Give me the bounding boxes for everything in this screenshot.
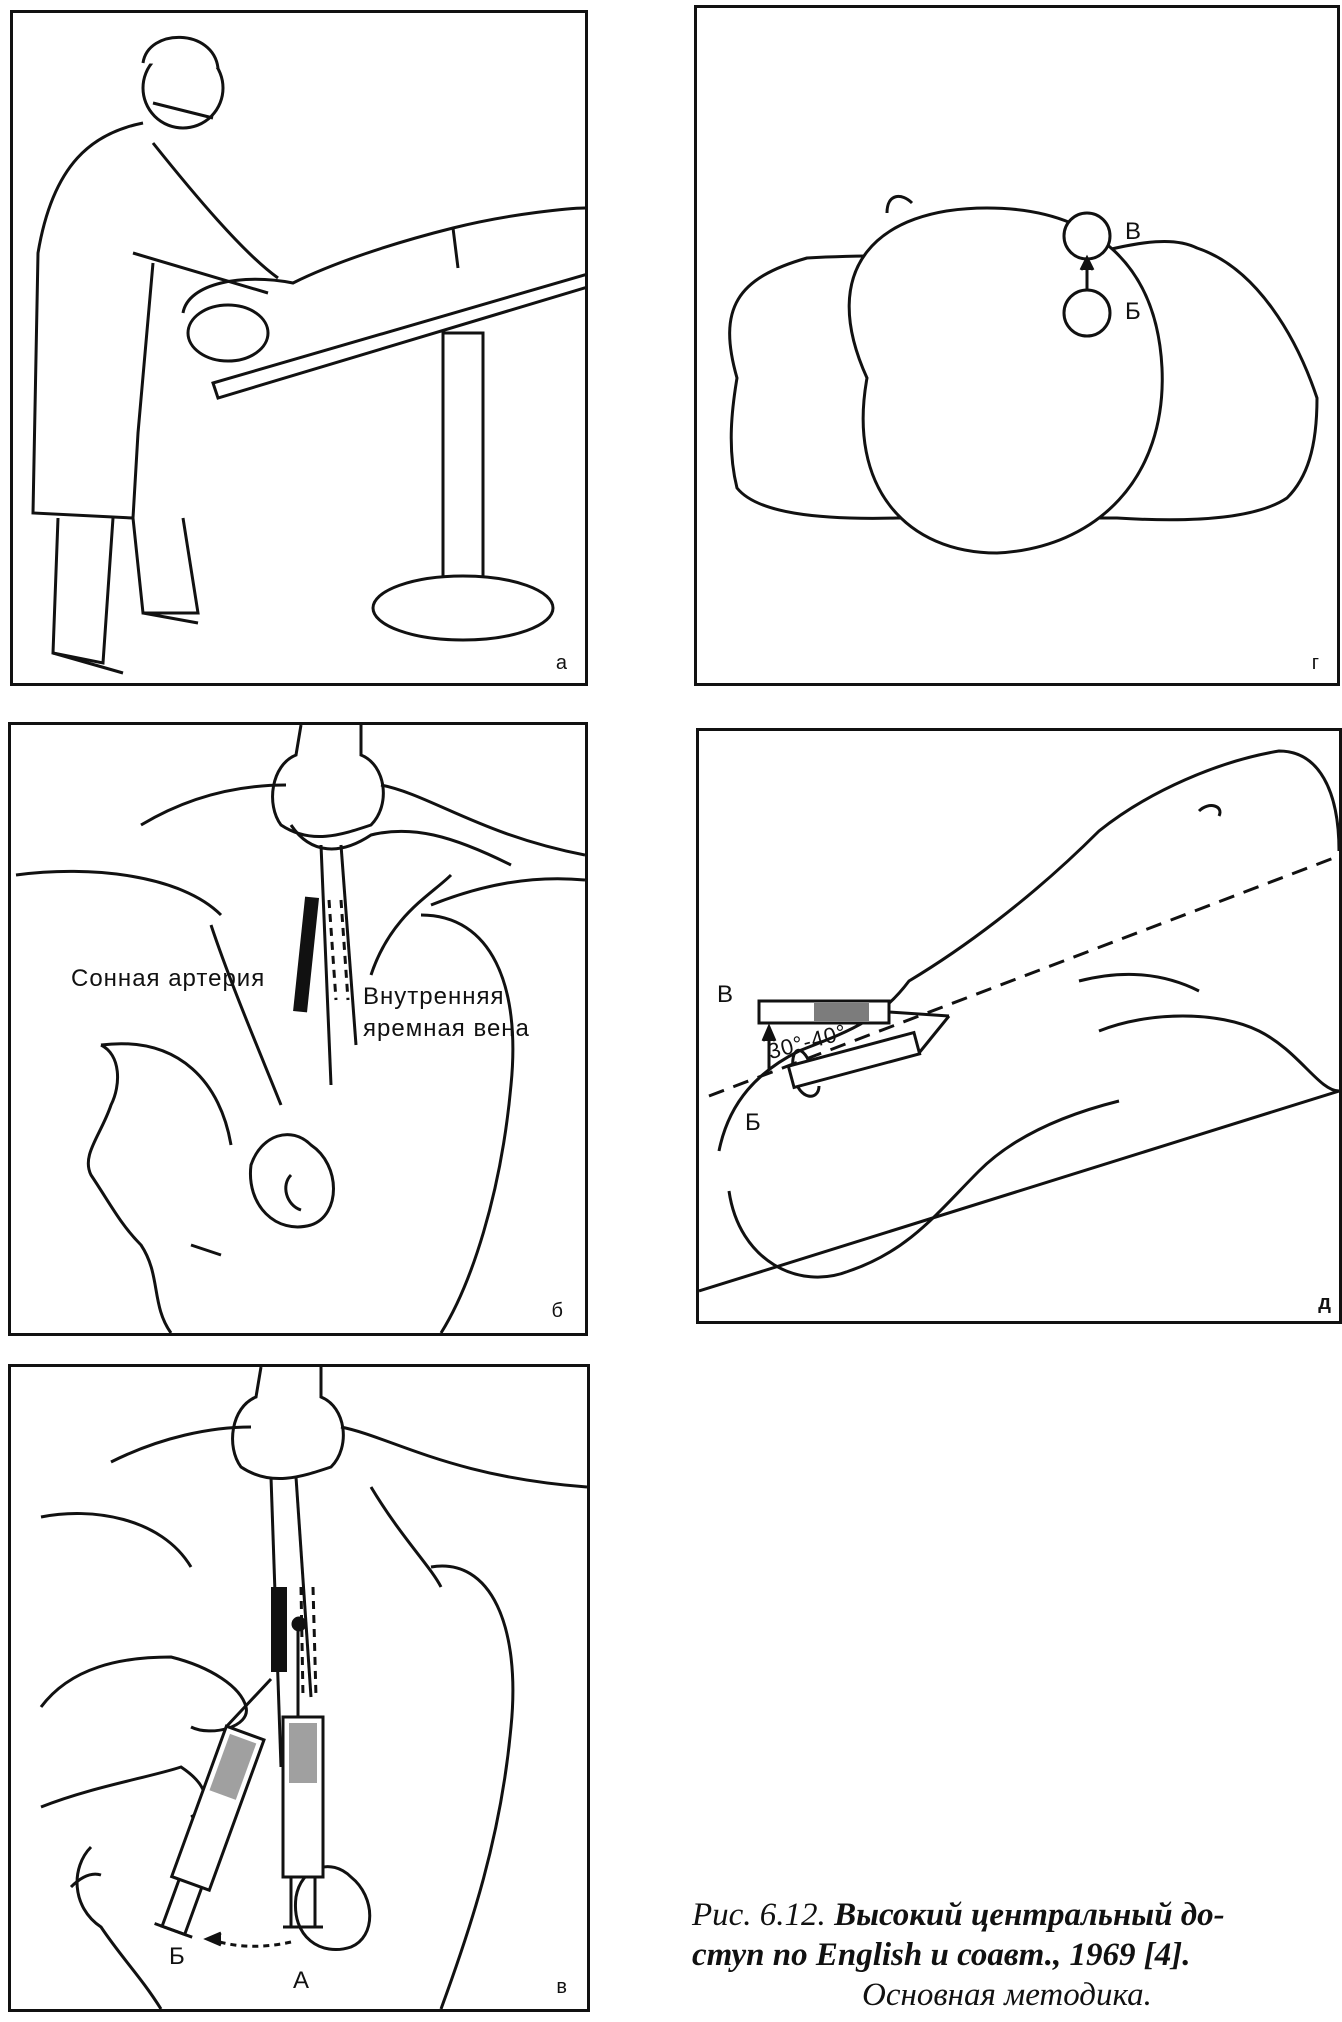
point-v-label: В — [717, 981, 735, 1008]
point-b-label: Б — [745, 1109, 762, 1136]
jugular-vein-label-line2: яремная вена — [363, 1015, 530, 1042]
panel-g-label: г — [1311, 652, 1319, 674]
panel-v-illustration — [39, 1367, 587, 2009]
caption-line3: Основная методика. — [862, 1977, 1152, 2013]
panel-a-label: а — [555, 652, 567, 674]
panel-v-label: в — [556, 1976, 567, 1998]
panel-g: В Б г — [694, 5, 1340, 686]
panel-d-label: д — [1318, 1292, 1331, 1314]
panel-a-illustration — [31, 35, 585, 675]
caption-line1: Высокий центральный до- — [825, 1897, 1225, 1933]
panel-g-illustration — [728, 194, 1319, 555]
panel-b-label: б — [551, 1300, 563, 1322]
point-v-label: В — [1125, 218, 1143, 245]
point-b-label: Б — [169, 1943, 186, 1970]
caption-figure-number: Рис. 6.12. — [692, 1897, 826, 1933]
carotid-artery-label: Сонная артерия — [71, 965, 266, 992]
point-b-label: Б — [1125, 298, 1142, 325]
panel-d-illustration — [699, 749, 1339, 1293]
jugular-vein-label-line1: Внутренняя — [363, 983, 505, 1010]
point-a-label: А — [293, 1967, 311, 1994]
caption-line2: ступ по English и соавт., 1969 [4]. — [692, 1937, 1191, 1973]
panel-v: Б А в — [8, 1364, 590, 2012]
panel-a: а — [10, 10, 588, 686]
figure-caption: Рис. 6.12. Высокий центральный до- ступ … — [692, 1895, 1332, 2015]
panel-b: Сонная артерия Внутренняя яремная вена б — [8, 722, 588, 1336]
panel-d: В Б 30°-40° д — [696, 728, 1342, 1324]
panel-b-illustration — [15, 725, 585, 1333]
